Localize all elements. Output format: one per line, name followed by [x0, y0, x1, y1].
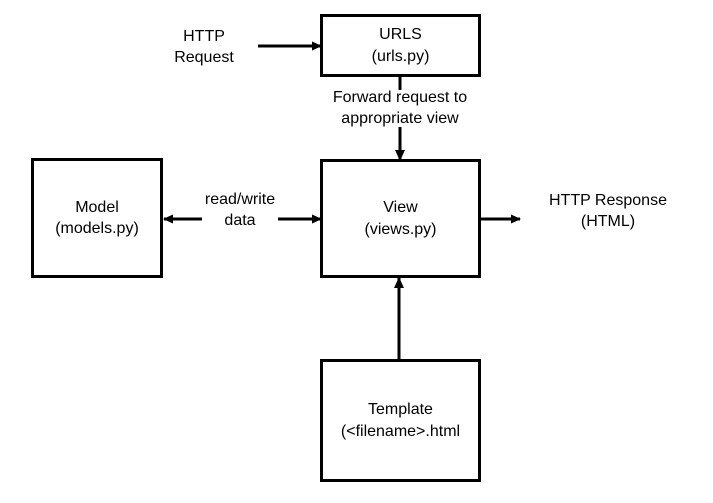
forward-request-label-line1: Forward request to	[332, 89, 468, 106]
http-response-label: HTTP Response (HTML)	[528, 190, 688, 233]
view-box[interactable]: View (views.py)	[320, 159, 481, 278]
model-box-title: Model	[75, 198, 119, 216]
view-box-subtitle: (views.py)	[364, 220, 437, 238]
read-write-data-label: read/write data	[196, 189, 284, 232]
forward-request-label-line2: appropriate view	[341, 110, 459, 128]
template-box-title: Template	[368, 401, 433, 419]
http-response-label-line1: HTTP Response	[549, 192, 667, 209]
urls-box-title: URLS	[379, 26, 422, 44]
http-request-label-line1: HTTP	[183, 28, 225, 45]
read-write-data-label-line1: read/write	[204, 191, 276, 208]
view-box-title: View	[383, 199, 418, 217]
read-write-data-label-line2: data	[224, 212, 256, 230]
model-box[interactable]: Model (models.py)	[31, 158, 163, 278]
urls-box-subtitle: (urls.py)	[371, 47, 430, 65]
forward-request-label: Forward request to appropriate view	[312, 87, 488, 130]
http-request-label-line2: Request	[174, 49, 234, 67]
urls-box[interactable]: URLS (urls.py)	[320, 14, 481, 77]
template-box-subtitle: (<filename>.html	[340, 422, 461, 440]
template-box[interactable]: Template (<filename>.html	[320, 359, 481, 482]
http-response-label-line2: (HTML)	[580, 213, 636, 231]
model-box-subtitle: (models.py)	[55, 220, 139, 237]
http-request-label: HTTP Request	[156, 26, 252, 69]
